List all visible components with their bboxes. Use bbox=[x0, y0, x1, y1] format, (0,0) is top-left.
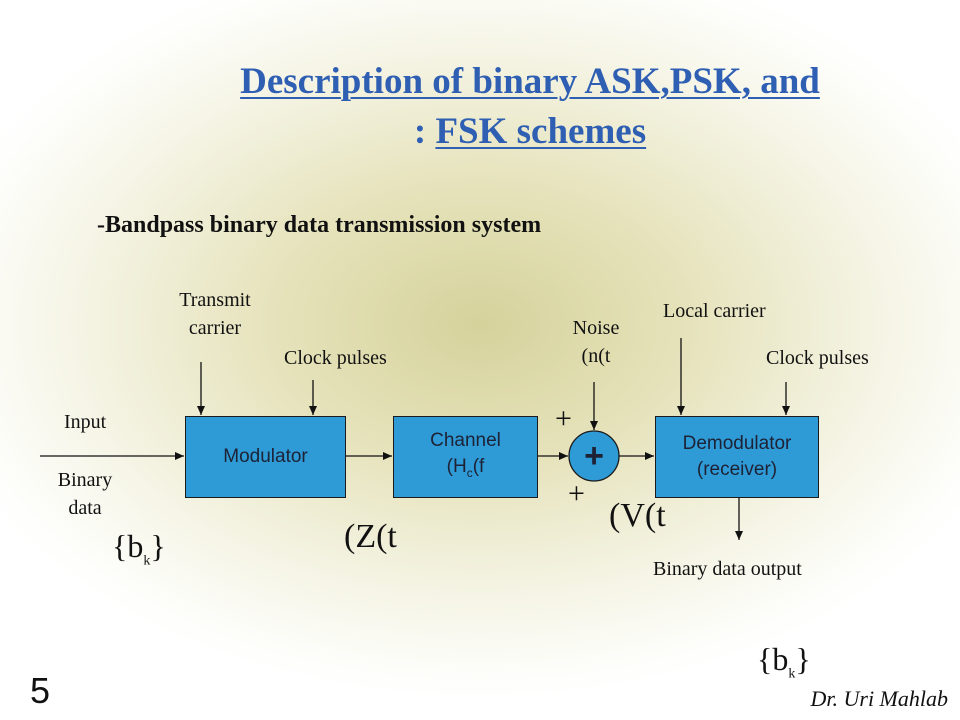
binary-output-label: Binary data output bbox=[653, 558, 802, 580]
channel-label-line2: (Hc(f bbox=[446, 456, 485, 480]
transmit-carrier-line2: carrier bbox=[188, 317, 242, 339]
v-signal-label: (V(t bbox=[609, 497, 666, 534]
z-signal-label: (Z(t bbox=[344, 518, 397, 555]
input-sequence-label: {bk} bbox=[112, 528, 166, 569]
transmit-carrier-line1: Transmit bbox=[179, 289, 251, 311]
title-prefix: : bbox=[413, 111, 436, 152]
demodulator-label-line2: (receiver) bbox=[696, 459, 778, 480]
subtitle: -Bandpass binary data transmission syste… bbox=[97, 212, 542, 238]
clock-pulses-right-label: Clock pulses bbox=[766, 347, 869, 369]
binary-data-label-line1: Binary bbox=[57, 469, 113, 491]
binary-data-label: Binary data bbox=[40, 466, 130, 522]
transmit-carrier-label: Transmit carrier bbox=[155, 286, 275, 342]
modulator-label: Modulator bbox=[223, 446, 308, 467]
title-link-2[interactable]: FSK schemes bbox=[435, 111, 647, 152]
title-link-1[interactable]: Description of binary ASK,PSK, and bbox=[240, 61, 820, 102]
summer-circle bbox=[568, 430, 620, 482]
slide-title-line2: : FSK schemes bbox=[150, 108, 910, 156]
clock-pulses-left-label: Clock pulses bbox=[284, 347, 387, 369]
author-credit: Dr. Uri Mahlab bbox=[810, 686, 948, 711]
local-carrier-label: Local carrier bbox=[663, 300, 766, 322]
demodulator-block: Demodulator (receiver) bbox=[655, 416, 819, 498]
modulator-block: Modulator bbox=[185, 416, 346, 498]
noise-label: Noise (n(t bbox=[556, 314, 636, 370]
output-sequence-label: {bk} bbox=[757, 641, 811, 682]
channel-label-line1: Channel bbox=[430, 430, 501, 452]
slide-number: 5 bbox=[30, 670, 51, 711]
noise-label-line1: Noise bbox=[572, 317, 620, 339]
noise-label-line2: (n(t bbox=[581, 345, 611, 367]
binary-data-label-line2: data bbox=[68, 497, 102, 519]
demodulator-label-line1: Demodulator bbox=[682, 433, 792, 454]
input-label: Input bbox=[64, 411, 107, 433]
channel-block: Channel (Hc(f bbox=[393, 416, 538, 498]
summer-symbol: + bbox=[584, 436, 604, 475]
plus-top: + bbox=[555, 402, 572, 435]
plus-bottom: + bbox=[568, 477, 585, 510]
slide-title-line1: Description of binary ASK,PSK, and bbox=[150, 58, 910, 106]
